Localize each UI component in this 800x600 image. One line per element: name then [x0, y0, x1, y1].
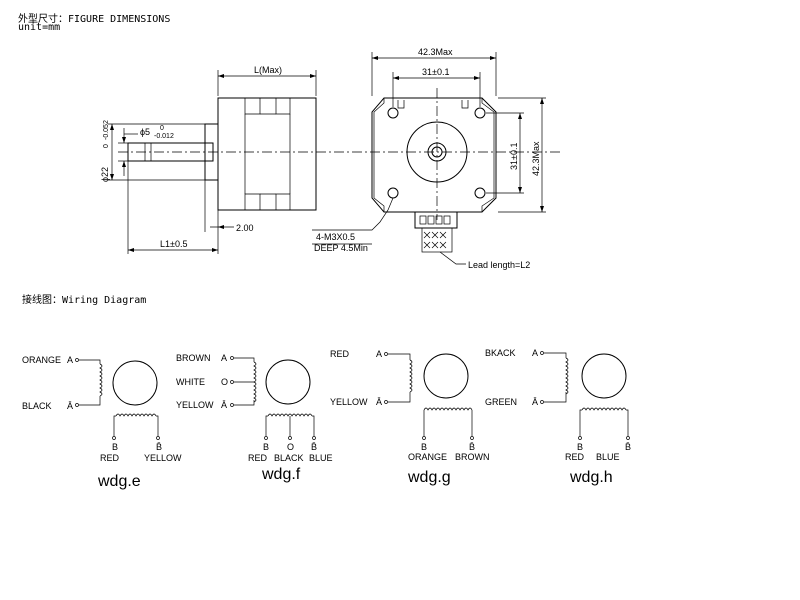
mount-hole [474, 107, 486, 119]
wire-color: BLACK [22, 401, 52, 411]
pin-label: B [421, 442, 427, 452]
width-max-label: 42.3Max [418, 47, 453, 57]
pin-label: Ā [376, 397, 382, 407]
pin-label: A [67, 355, 73, 365]
side-view: L(Max) ϕ5 0 -0.012 ϕ22 0 -0.052 2.00 [100, 65, 560, 254]
hole-spacing-h-label: 31±0.1 [422, 67, 449, 77]
lead-length-label: Lead length=L2 [468, 260, 530, 270]
rotor [265, 359, 311, 405]
rotor [581, 353, 627, 399]
shaft-dia-label: ϕ5 [140, 127, 150, 137]
wire-color: YELLOW [330, 397, 368, 407]
mount-hole [474, 187, 486, 199]
lead-cluster [421, 227, 453, 253]
pin-label: B [263, 442, 269, 452]
pin-label: B̄ [156, 442, 162, 452]
wire-color: BKACK [485, 348, 516, 358]
pin-label: B̄ [311, 442, 317, 452]
wire-color: GREEN [485, 397, 517, 407]
wire-color: RED [330, 349, 350, 359]
coil-a [99, 363, 103, 397]
coil-b [115, 413, 157, 417]
coil-b [581, 407, 627, 411]
rotor [423, 353, 469, 399]
svg-text:0: 0 [160, 125, 164, 132]
thread-spec-label: 4-M3X0.5 [316, 232, 355, 242]
wire-color: YELLOW [176, 400, 214, 410]
wiring-title: 接线图：Wiring Diagram [22, 295, 147, 306]
wire-color: YELLOW [144, 453, 182, 463]
wire-color: ORANGE [22, 355, 61, 365]
wire-color: BROWN [455, 452, 490, 462]
wire-color: BROWN [176, 353, 211, 363]
coil-a [253, 361, 257, 403]
pin-label: B [577, 442, 583, 452]
motor-body [217, 97, 317, 211]
coil-b [267, 413, 313, 417]
pin-label: A [221, 353, 227, 363]
wiring-label: wdg.f [261, 466, 301, 483]
figure-title: 外型尺寸：FIGURE DIMENSIONS [18, 14, 171, 25]
wiring-label: wdg.g [407, 469, 451, 486]
pin-label: O [221, 377, 228, 387]
height-max-label: 42.3Max [531, 141, 541, 176]
pin-label: A [376, 349, 382, 359]
pin-label: O [287, 442, 294, 452]
unit-label: unit=mm [18, 22, 61, 33]
svg-text:-0.052: -0.052 [103, 120, 110, 140]
pin-label: Ā [221, 400, 227, 410]
wire-color: BLUE [309, 453, 333, 463]
flange-thickness-label: 2.00 [236, 223, 254, 233]
wiring-wdg-f: BROWN A WHITE O YELLOW Ā B O B̄ RED BLAC… [176, 353, 333, 483]
svg-text:0: 0 [103, 144, 110, 148]
wire-color: WHITE [176, 377, 205, 387]
pin-label: B [112, 442, 118, 452]
coil-a [409, 359, 413, 393]
coil-a [565, 357, 569, 395]
wire-color: RED [100, 453, 120, 463]
wiring-label: wdg.h [569, 469, 613, 486]
wiring-wdg-h: BKACK A GREEN Ā B B̄ RED BLUE wdg.h [485, 348, 631, 486]
wiring-wdg-e: ORANGE A BLACK Ā B B̄ RED YELLOW wdg.e [22, 355, 182, 490]
wire-color: RED [565, 452, 585, 462]
hole-spacing-v-label: 31±0.1 [509, 143, 519, 170]
flange-outline [371, 97, 497, 213]
shaft-length-label: L1±0.5 [160, 239, 187, 249]
wire-color: RED [248, 453, 268, 463]
body-slot-bottom [244, 193, 291, 210]
pin-label: B̄ [625, 442, 631, 452]
length-label: L(Max) [254, 65, 282, 75]
wiring-wdg-g: RED A YELLOW Ā B B̄ ORANGE BROWN wdg.g [330, 349, 490, 486]
pin-label: B̄ [469, 442, 475, 452]
svg-text:-0.012: -0.012 [154, 133, 174, 140]
wire-color: BLUE [596, 452, 620, 462]
wire-color: ORANGE [408, 452, 447, 462]
wire-color: BLACK [274, 453, 304, 463]
front-view: 42.3Max 31±0.1 31±0.1 42.3Max [312, 47, 546, 270]
boss-dia-label: ϕ22 [100, 167, 110, 182]
pin-label: A [532, 348, 538, 358]
mount-hole [387, 107, 399, 119]
pin-label: Ā [67, 401, 73, 411]
rotor [112, 360, 158, 406]
body-slot-top [244, 98, 291, 115]
coil-b [423, 407, 473, 411]
pin-label: Ā [532, 397, 538, 407]
mount-hole [387, 187, 399, 199]
thread-depth-label: DEEP 4.5Min [314, 243, 368, 253]
wiring-label: wdg.e [97, 473, 141, 490]
